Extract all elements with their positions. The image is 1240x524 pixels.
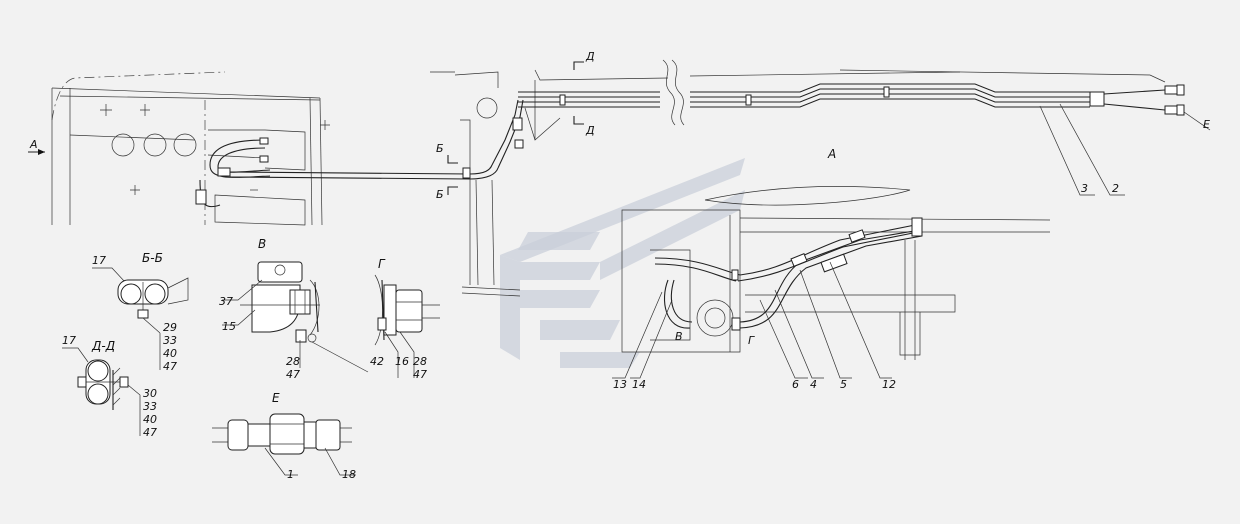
section-bb-callout-33: 33 bbox=[163, 334, 177, 347]
callout-13: 13 bbox=[613, 378, 627, 391]
main-pipe-line bbox=[229, 99, 524, 180]
boom-upper-line bbox=[518, 59, 1166, 141]
ref-v-label: В bbox=[675, 330, 683, 343]
support-column bbox=[430, 71, 521, 297]
frame-outline bbox=[51, 71, 330, 226]
view-e-title: Е bbox=[272, 391, 280, 405]
callout-2: 2 bbox=[1112, 182, 1119, 195]
view-g-callout-16: 16 bbox=[395, 355, 409, 368]
view-g-callout-28: 28 bbox=[413, 355, 427, 368]
cut-d-bottom-label: Д bbox=[585, 124, 595, 137]
view-v-callout-47: 47 bbox=[286, 368, 300, 381]
cut-b-bottom-label: Б bbox=[436, 188, 444, 201]
section-bb-callout-29: 29 bbox=[163, 321, 177, 334]
view-g: Г 16 28 47 bbox=[374, 257, 440, 381]
view-v: В 37 15 28 47 42 bbox=[219, 237, 384, 381]
view-g-title: Г bbox=[378, 257, 386, 271]
section-bb: Б-Б 17 29 33 40 47 bbox=[92, 251, 189, 373]
right-end-fittings: Е bbox=[1103, 84, 1211, 131]
logo-chevron-icon bbox=[500, 158, 745, 368]
ref-e-label: Е bbox=[1203, 118, 1210, 131]
view-v-callout-42: 42 bbox=[370, 355, 384, 368]
section-dd-callout-40: 40 bbox=[143, 413, 157, 426]
view-e: Е 1 18 bbox=[212, 391, 356, 481]
view-a-callouts: 13 14 6 4 5 12 bbox=[612, 261, 896, 391]
section-dd-callout-33: 33 bbox=[143, 400, 157, 413]
section-dd-callout-17: 17 bbox=[62, 334, 76, 347]
section-dd-callout-47: 47 bbox=[143, 426, 157, 439]
view-a-assembly: В Г bbox=[621, 186, 1051, 360]
view-g-callout-47: 47 bbox=[413, 368, 427, 381]
section-dd: Д-Д 17 30 33 40 47 bbox=[62, 334, 157, 439]
callouts-top-right: 3 2 bbox=[1039, 103, 1125, 196]
section-bb-callout-40: 40 bbox=[163, 347, 177, 360]
section-cut-b: Б Б bbox=[436, 142, 458, 201]
cut-b-top-label: Б bbox=[436, 142, 444, 155]
view-e-callout-18: 18 bbox=[342, 468, 356, 481]
view-e-callout-1: 1 bbox=[287, 468, 294, 481]
view-v-callout-37: 37 bbox=[219, 295, 233, 308]
ref-g-label: Г bbox=[748, 334, 755, 347]
view-v-callout-15: 15 bbox=[222, 320, 236, 333]
callout-3: 3 bbox=[1081, 182, 1088, 195]
callout-4: 4 bbox=[810, 378, 817, 391]
view-v-title: В bbox=[258, 237, 266, 251]
view-v-callout-28: 28 bbox=[286, 355, 300, 368]
section-dd-callout-30: 30 bbox=[143, 387, 157, 400]
callout-14: 14 bbox=[632, 378, 646, 391]
section-bb-callout-47: 47 bbox=[163, 360, 177, 373]
section-bb-title: Б-Б bbox=[142, 251, 163, 265]
callout-6: 6 bbox=[792, 378, 799, 391]
view-arrow-a-label: А bbox=[29, 138, 38, 151]
callout-12: 12 bbox=[882, 378, 896, 391]
section-dd-title: Д-Д bbox=[91, 339, 115, 353]
view-arrow-a: А bbox=[28, 138, 45, 155]
section-cut-d: Д Д bbox=[573, 50, 595, 137]
cut-d-top-label: Д bbox=[585, 50, 595, 63]
section-bb-callout-17: 17 bbox=[92, 254, 106, 267]
view-a-title: А bbox=[827, 147, 836, 161]
callout-5: 5 bbox=[840, 378, 847, 391]
